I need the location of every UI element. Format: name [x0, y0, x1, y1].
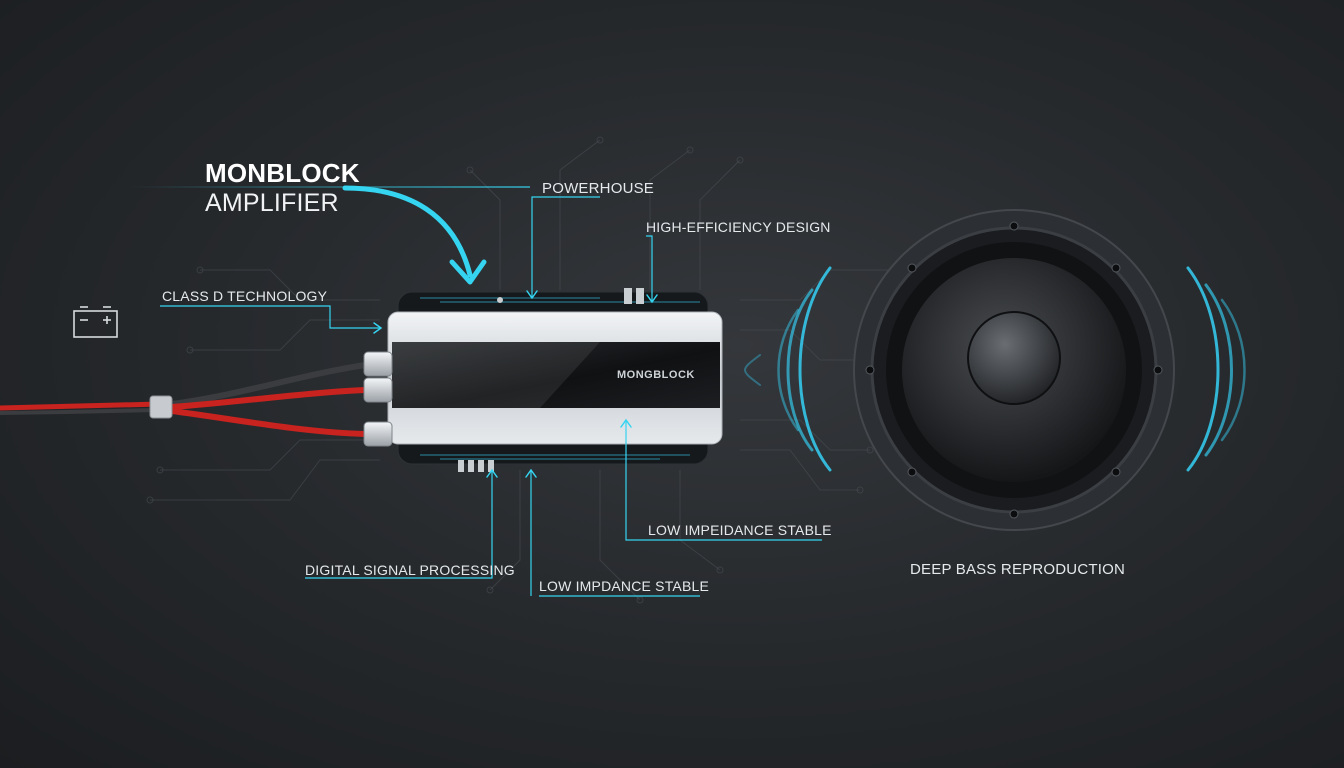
title-line-1: MONBLOCK	[205, 158, 360, 188]
circuit-traces	[150, 139, 900, 601]
amplifier	[363, 288, 723, 472]
callout-high-efficiency-design: HIGH-EFFICIENCY DESIGN	[646, 219, 831, 235]
callout-deep-bass-reproduction: DEEP BASS REPRODUCTION	[910, 561, 1126, 578]
callout-low-impedance-bottom: LOW IMPDANCE STABLE	[539, 578, 710, 594]
power-cables	[0, 362, 368, 437]
board-traces	[420, 297, 700, 460]
amplifier-front-panel	[392, 342, 720, 408]
speaker-mount-screws	[865, 221, 1163, 519]
callout-class-d-technology: CLASS D TECHNOLOGY	[162, 288, 328, 304]
subwoofer-speaker-icon	[853, 209, 1175, 531]
sound-waves-right	[1186, 266, 1246, 472]
title-arrow-head	[449, 259, 487, 285]
callout-powerhouse: POWERHOUSE	[542, 180, 655, 197]
callout-leaders	[160, 196, 822, 597]
callout-digital-signal-processing: DIGITAL SIGNAL PROCESSING	[305, 562, 515, 578]
title-glow-line	[130, 186, 530, 188]
callout-arrowheads	[373, 290, 658, 478]
panel-reflection	[392, 342, 600, 408]
sound-waves-left	[744, 266, 832, 472]
title-line-2: AMPLIFIER	[205, 189, 339, 217]
callout-low-impedance-right: LOW IMPEIDANCE STABLE	[648, 522, 832, 538]
input-jacks	[363, 351, 393, 447]
title-arrow	[342, 185, 473, 278]
amplifier-brand-label: MONGBLOCK	[617, 369, 695, 381]
battery-icon	[73, 306, 118, 338]
board-components	[458, 288, 644, 472]
